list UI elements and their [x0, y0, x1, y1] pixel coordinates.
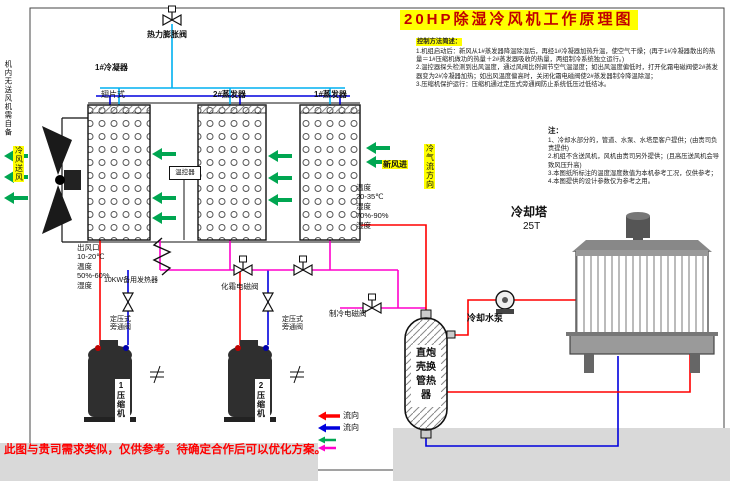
- gray-overlay-right: [393, 428, 730, 481]
- legend-flow-cold-label: 流向: [343, 423, 359, 432]
- expansion-valve-label: 热力膨胀阀: [147, 30, 187, 39]
- drawing-border: [29, 7, 725, 471]
- defrost-solenoid-valve-1: [234, 256, 252, 275]
- cold-air-supply-label: 冷风送风: [13, 146, 25, 182]
- compressor1-label: 1压缩机: [116, 381, 126, 418]
- legend-arrow-cold: [318, 423, 340, 433]
- service-valve-symbols: [150, 365, 304, 384]
- heat-exchanger-label: 直炮 壳换 管热 器: [416, 348, 436, 401]
- cooling-tower-label: 冷却塔: [511, 205, 548, 219]
- fan-note-label: 机内无送风机需自备: [3, 60, 13, 137]
- condenser1-coil: [87, 104, 151, 241]
- air-plenum-outline: [88, 102, 360, 243]
- bypass-valve-label-1: 定压式 旁通阀: [110, 316, 131, 332]
- fan-assembly: [42, 117, 88, 243]
- fresh-air-in-label: 新风进: [382, 160, 408, 170]
- fin-type-label: 翅片式: [101, 90, 125, 99]
- pipes-liquid-magenta: [159, 240, 426, 309]
- side-notes-header: 注：: [548, 126, 563, 135]
- defrost-solenoid-valve-2: [294, 256, 312, 275]
- cooling-valve-label: 制冷电磁阀: [329, 309, 367, 318]
- compressor1-body: [84, 340, 136, 423]
- legend-arrow-hot: [318, 411, 340, 421]
- tower-capacity-label: 25T: [523, 221, 541, 232]
- legend-arrow-air: [318, 436, 336, 444]
- evaporator2-label: 2#蒸发器: [213, 90, 246, 99]
- heat-exchanger-vessel: [404, 309, 456, 439]
- outlet-condition-label: 出风口 10-20℃ 温度 50%-60% 湿度: [77, 243, 110, 290]
- control-notes-header: 控制方法简述：: [416, 38, 463, 47]
- backup-heater-element: [152, 237, 172, 276]
- legend-arrow-liquid: [318, 444, 336, 452]
- bypass-valve-symbol-2: [262, 292, 274, 312]
- cooling-tower-drawing: [566, 212, 718, 373]
- defrost-valve-label: 化霜电磁阀: [221, 282, 259, 291]
- evaporator1-label: 1#蒸发器: [314, 90, 347, 99]
- control-notes-body: 1.机组启动后：新风从1#蒸发器降温除湿后，再经1#冷凝器加热升温，使空气干燥；…: [416, 48, 718, 88]
- evaporator1-coil: [299, 104, 361, 241]
- thermostat-label: 温控器: [169, 166, 201, 180]
- condenser1-label: 1#冷凝器: [95, 63, 128, 72]
- gray-overlay-left: [0, 443, 318, 481]
- inlet-condition-label: 温度 20-35℃ 湿度 70%-90% 湿度: [356, 183, 389, 230]
- cold-air-flow-direction-label: 冷气流方向: [424, 144, 436, 189]
- bypass-valve-label-2: 定压式 旁通阀: [282, 316, 303, 332]
- compressor2-label: 2压缩机: [256, 381, 266, 418]
- legend-arrows: [318, 411, 340, 452]
- side-notes-body: 1、冷却水部分的，管道、水泵、水塔是客户提供；(由贵司负责提供) 2.机组不含送…: [548, 137, 720, 185]
- cooling-pump-symbol: [495, 290, 515, 314]
- disclaimer-text: 此图与贵司需求类似，仅供参考。待确定合作后可以优化方案。: [4, 444, 326, 456]
- legend-flow-hot-label: 流向: [343, 411, 359, 420]
- page-title: 20HP除湿冷风机工作原理图: [400, 10, 638, 30]
- bypass-valve-symbol-1: [122, 292, 134, 312]
- cooling-pump-label: 冷却水泵: [467, 313, 504, 323]
- backup-heater-label: 10KW备用发热器: [104, 277, 159, 284]
- evaporator2-coil: [197, 104, 267, 241]
- thermal-expansion-valve-symbol: [163, 6, 181, 25]
- compressor2-body: [224, 340, 276, 423]
